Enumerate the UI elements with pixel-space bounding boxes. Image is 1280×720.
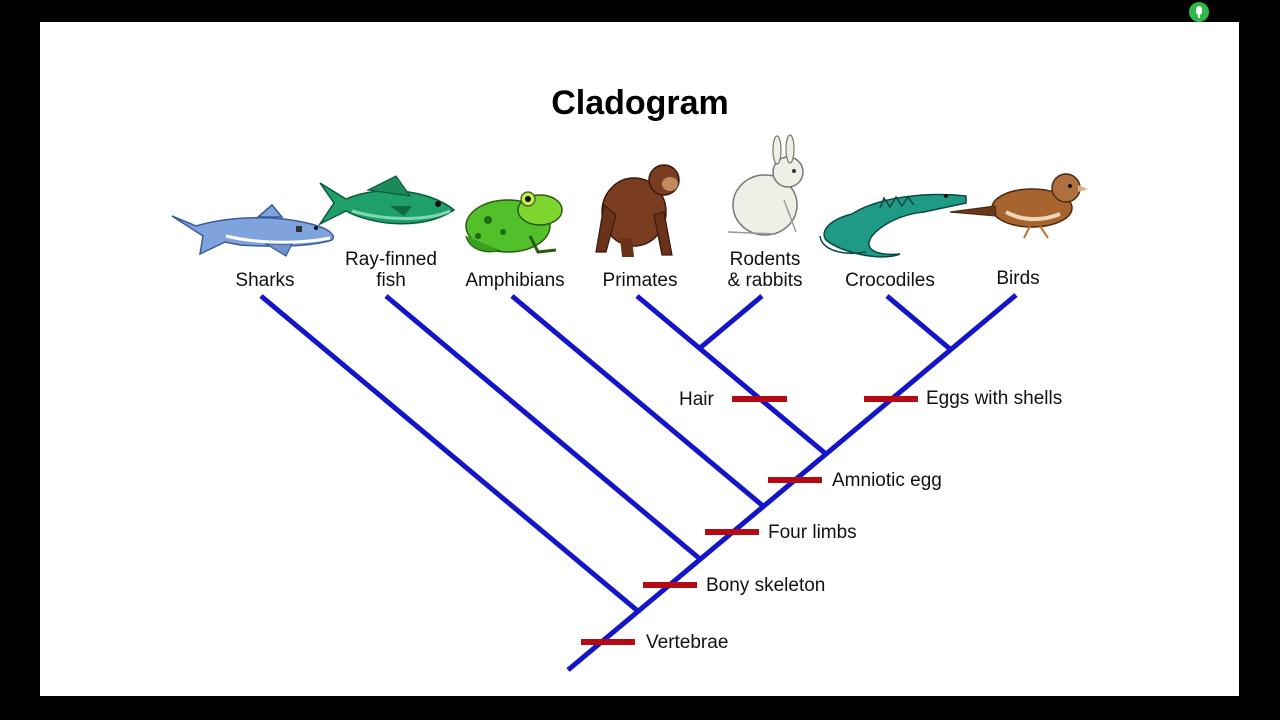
branch-mammals-primates: [635, 294, 828, 456]
sparrow-icon: [949, 173, 1088, 239]
branch-crocodiles: [885, 294, 952, 351]
taxon-label-crocodiles: Crocodiles: [845, 270, 935, 291]
trait-label-four-limbs: Four limbs: [768, 522, 857, 543]
taxon-label-ray-finned-line1: Ray-finned: [345, 249, 437, 270]
trait-label-hair: Hair: [679, 389, 715, 410]
crocodile-icon: [819, 193, 967, 258]
branch-rodents-rabbits: [698, 294, 764, 350]
slide-canvas: [40, 22, 1239, 696]
page-title: Cladogram: [551, 84, 729, 122]
taxon-label-birds: Birds: [996, 268, 1039, 289]
taxon-label-sharks: Sharks: [235, 270, 294, 291]
trait-label-eggs-with-shells: Eggs with shells: [926, 388, 1062, 409]
trait-label-amniotic-egg: Amniotic egg: [832, 470, 942, 491]
mic-base: [1198, 15, 1200, 18]
taxon-label-rodents-line1: Rodents: [730, 249, 801, 270]
branch-amphibians: [510, 294, 765, 508]
tuna-icon: [317, 175, 456, 226]
microphone-icon[interactable]: [1189, 2, 1209, 22]
taxon-label-rodents-line2: & rabbits: [728, 270, 803, 291]
taxon-label-amphibians: Amphibians: [465, 270, 564, 291]
frog-icon: [465, 191, 563, 254]
branch-ray-finned-fish: [384, 294, 702, 561]
branch-sharks: [259, 294, 641, 614]
rabbit-icon: [727, 134, 804, 236]
taxon-label-primates: Primates: [603, 270, 678, 291]
taxon-label-ray-finned-line2: fish: [376, 270, 406, 291]
shark-icon: [171, 203, 334, 257]
mic-body: [1196, 6, 1202, 15]
chimp-icon: [595, 164, 680, 257]
trait-label-bony-skeleton: Bony skeleton: [706, 575, 825, 596]
trait-label-vertebrae: Vertebrae: [646, 632, 728, 653]
